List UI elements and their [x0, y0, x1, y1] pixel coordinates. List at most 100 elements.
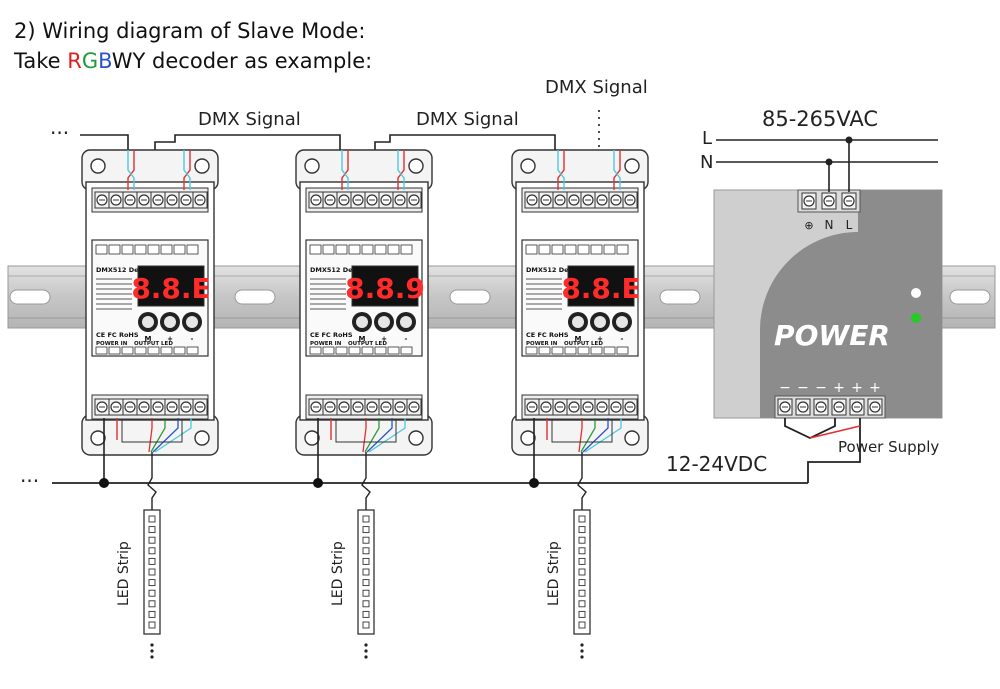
led-output-wire: [364, 418, 380, 453]
dmx-input-wire: [183, 150, 191, 190]
led-chip: [578, 610, 586, 618]
decoder-button-label: M: [575, 335, 582, 343]
led-output-wire: [578, 418, 583, 453]
ac-voltage-label: 85-265VAC: [762, 107, 878, 131]
mount-hole: [194, 158, 210, 174]
faceplate-pin-label: [616, 244, 629, 255]
led-strip-label: LED Strip: [330, 541, 346, 606]
led-chip: [362, 536, 370, 544]
led-strip-lead: [361, 452, 371, 510]
psu-output-positive-wire: [809, 425, 861, 439]
dmx-signal-label-3: DMX Signal: [545, 77, 648, 98]
continuation-dot: [364, 649, 368, 653]
mount-hole: [90, 430, 106, 446]
output-wire-guide: [335, 419, 397, 443]
faceplate-pin-label: [95, 244, 108, 255]
subheading-letter-g: G: [81, 49, 99, 73]
faceplate-pin-label: [186, 346, 199, 355]
led-chip: [148, 621, 156, 629]
faceplate-pin-label: [147, 346, 160, 355]
led-chip: [148, 547, 156, 555]
faceplate-pin-label: [603, 346, 616, 355]
led-output-wire: [584, 418, 622, 453]
decoder-button: [164, 316, 176, 328]
decoder-output-led-label: OUTPUT LED: [348, 341, 387, 347]
faceplate-pin-label: [108, 346, 121, 355]
faceplate-pin-label: [173, 346, 186, 355]
faceplate-pin-label: [577, 244, 590, 255]
decoder-button: [616, 316, 628, 328]
dc-terminal-label: +: [869, 380, 881, 396]
led-output-wire: [368, 418, 406, 453]
continuation-dot: [150, 655, 154, 659]
faceplate-pin-label: [361, 346, 374, 355]
dc-terminal-label: −: [797, 380, 809, 396]
output-wire-guide: [551, 419, 613, 443]
continuation-dot: [580, 655, 584, 659]
bus-junction: [313, 478, 323, 488]
decoder-button: [142, 316, 154, 328]
faceplate-pin-label: [374, 244, 387, 255]
decoder-button-label: M: [359, 335, 366, 343]
mount-hole: [520, 430, 536, 446]
decoder-button-label: M: [145, 335, 152, 343]
led-strip-lead: [577, 452, 587, 510]
led-chip: [362, 515, 370, 523]
decoder-button-label: +: [381, 335, 387, 343]
decoder-button: [356, 316, 368, 328]
ac-input-wiring: [716, 139, 938, 192]
dc-voltage-label: 12-24VDC: [666, 452, 767, 476]
led-chip: [148, 568, 156, 576]
dc-terminal-label: −: [815, 380, 827, 396]
led-chip: [578, 621, 586, 629]
led-chip: [148, 589, 156, 597]
led-output-wire: [148, 418, 153, 453]
power-supply-label: Power Supply: [838, 438, 939, 456]
led-chip: [362, 526, 370, 534]
decoder-display: [567, 265, 635, 307]
led-chip: [578, 526, 586, 534]
led-chip: [362, 557, 370, 565]
faceplate-pin-label: [173, 244, 186, 255]
led-chip: [362, 610, 370, 618]
decoder-button-label: +: [597, 335, 603, 343]
led-chip: [362, 621, 370, 629]
faceplate-pin-label: [616, 346, 629, 355]
faceplate-pin-label: [525, 346, 538, 355]
decoder-button: [378, 316, 390, 328]
faceplate-pin-label: [538, 346, 551, 355]
section-subheading: Take RGBWY decoder as example:: [14, 51, 372, 72]
ac-terminal-label-earth: ⊕: [804, 219, 813, 232]
dmx-input-wire: [341, 150, 349, 190]
faceplate-pin-label: [538, 244, 551, 255]
decoder-display-readout: 8.8.E: [561, 272, 640, 305]
psu-green-led: [911, 313, 921, 323]
led-chip: [578, 600, 586, 608]
faceplate-pin-label: [400, 346, 413, 355]
faceplate-pin-label: [335, 346, 348, 355]
decoder-output-led-label: OUTPUT LED: [134, 341, 173, 347]
led-output-wire: [154, 418, 192, 453]
mount-hole: [408, 430, 424, 446]
led-chip: [362, 600, 370, 608]
decoder-output-led-label: OUTPUT LED: [564, 341, 603, 347]
decoder-power-in-label: POWER IN: [96, 341, 128, 347]
dmx-input-ellipsis: ···: [50, 121, 69, 145]
led-chip: [148, 515, 156, 523]
led-output-wire: [362, 418, 367, 453]
decoder-display: [351, 265, 419, 307]
led-chip: [578, 579, 586, 587]
faceplate-pin-label: [322, 244, 335, 255]
psu-power-label: POWER: [774, 319, 890, 352]
faceplate-pin-label: [564, 244, 577, 255]
dmx-signal-label-2: DMX Signal: [416, 109, 519, 130]
faceplate-pin-label: [590, 244, 603, 255]
dc-bus-ellipsis: ···: [20, 469, 39, 493]
dc-terminals: [777, 398, 883, 416]
led-chip: [578, 568, 586, 576]
faceplate-pin-label: [387, 244, 400, 255]
continuation-dot: [364, 655, 368, 659]
